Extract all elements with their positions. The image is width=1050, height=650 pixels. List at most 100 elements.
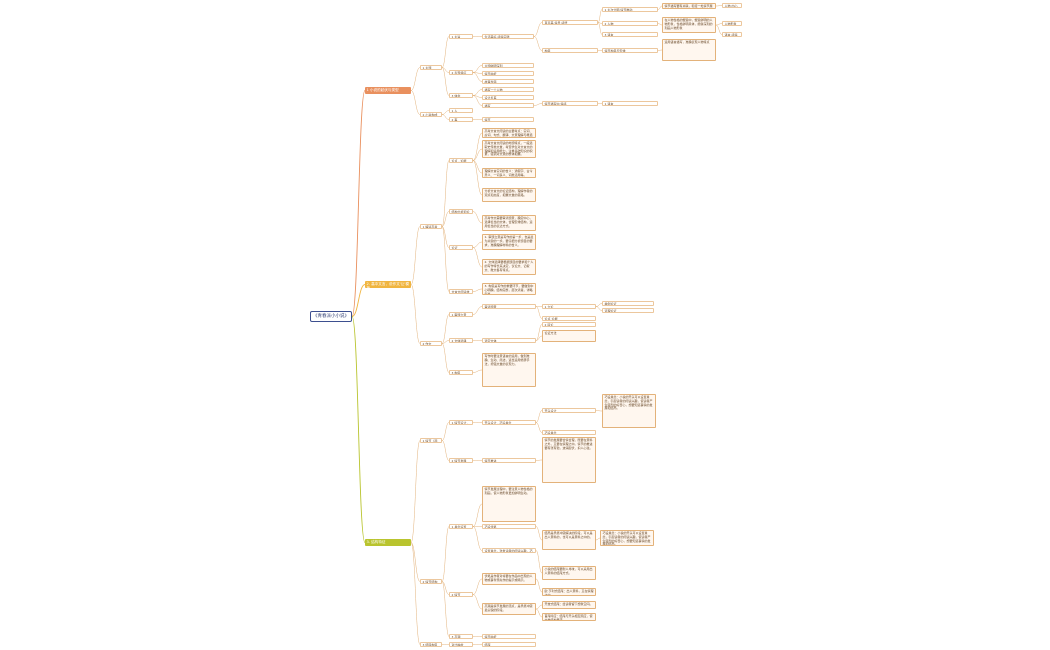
r-lvl3: 3 语言 [602,32,658,37]
r-lvl1: 1 主次分明·情节推动 [602,7,658,12]
b2-t6: 1. 审题立意是写作的第一步，也是最为关键的一步。要仔细分析题目的要求，准确理解… [482,234,536,250]
b2-t2: 高考文言文阅读的命题特点，一般选取史传类文章，考查学生对文言文的理解和运用能力，… [482,140,536,158]
g4: 人物形象 [722,21,742,26]
connector-23 [597,22,603,35]
b3-p8: 欧·亨利式结尾：出人意料，又在情理之中。 [542,588,596,596]
b3-q1: 开头设计 [542,408,596,413]
b3-c22: 2 情节 [449,592,473,597]
connector-16 [441,114,450,120]
connector-36 [441,226,450,248]
connector-34 [441,160,450,227]
connector-32 [410,226,421,285]
connector-21 [597,9,603,23]
connector-79 [535,578,543,593]
r-lvl4: 1 语言 [602,101,658,106]
connector-68 [535,459,543,461]
connector-53 [535,306,543,319]
connector-59 [410,542,421,582]
b3-p10: 首尾呼应：结尾与开头相互照应，使文章结构严谨。 [542,613,596,621]
b2-t9: 写作时要注意语言的运用，做到准确、生动、简洁，适当运用修辞手法，增强文章的表现力… [482,353,536,387]
connector-33 [410,284,421,344]
feat-2: 情节曲折 [482,71,534,76]
b1-features: 2 表现特征 [449,70,473,75]
connector-67 [595,410,603,412]
connector-54 [535,324,543,341]
b3-p7: 小说的结尾要耐人寻味，可以采用出人意料的结尾方式。 [542,566,596,580]
branch-2: 2. 高中文言，说作文'让'模板 [365,281,411,288]
b2-t3: 理解文言实词的含义：通假字、古今异义、一词多义、词类活用等。 [482,168,536,178]
connector-2 [351,316,366,543]
b3-p3: 情节发展过程中，要注意人物性格的刻画，使人物形象更加鲜明生动。 [482,486,536,522]
connector-6 [441,67,450,73]
connector-45 [472,288,483,292]
b3-p1: 巧设悬念：小说的开头可以设置悬念，引起读者的阅读兴趣，使读者产生强烈的好奇心，想… [602,394,656,428]
b2-s1: 1 解读高考题型 [420,224,442,229]
b1-theme-1: 1 主旨 [449,34,473,39]
connector-19 [533,36,543,51]
b3-c21: 1 悬念设置 [449,524,473,529]
connector-38 [472,132,483,161]
b2-s21a: 审清题意 [482,304,536,309]
r-top3: 情节描写中·情感 [542,101,598,106]
connector-29 [715,5,723,7]
connector-65 [535,410,543,423]
b1-event: 2 事 [449,117,473,122]
b3-c11: 1 情节设计 · 开头与结尾 [449,420,473,425]
connector-27 [657,23,663,26]
exp-b: 设计反差 [482,95,534,100]
connector-37 [441,226,450,292]
b3-c11a: 开头设计 · 巧设悬念 [482,420,536,425]
connector-80 [535,604,543,610]
b2-r4: 2 驳论 [542,322,596,327]
connector-31 [715,24,723,35]
g7: 语言·感情 [722,32,742,37]
b3-c2: 2 情节结构 [420,579,442,584]
b3-p5: 高潮是情节发展的顶点，是矛盾冲突最尖锐的阶段。 [482,603,536,615]
connector-82 [595,537,601,541]
connector-49 [472,306,483,315]
connector-51 [472,369,483,373]
b1-event-leaf: 情节 [482,117,534,122]
connector-20 [533,103,543,106]
b2-t7: 2. 文体选择要根据题目的要求和个人的写作特长来决定，议论文、记叙文、散文各有特… [482,259,536,275]
b2-t8: 3. 构思是写作的重要环节，要做到中心明确，结构完整，层次清楚，详略得当。 [482,283,536,295]
b3-c12a: 情节推进 [482,458,536,463]
connector-1 [351,284,366,317]
root-node: 《青春派小小说》 [310,311,352,322]
connector-11 [472,72,483,82]
branch-3: 3. 结构特征 [365,539,411,546]
connector-5 [441,36,450,68]
connector-42 [472,211,483,224]
b2-r5: 举例论证 [602,301,654,306]
connector-76 [472,594,483,610]
b2-r1: 论点·论据 [542,316,596,321]
b2-r3: 1 立论 [542,304,596,309]
b3-p4: 伏笔是作者对将要在作品中出现的人物或事件预先作的提示或暗示。 [482,573,536,585]
b2-s2: 2 作文 [420,341,442,346]
connector-57 [595,306,603,311]
r-lvl2: 2 人物 [602,21,658,26]
connector-71 [441,581,450,637]
b3-c21b: 设置悬念，激发读者的阅读兴趣，巧妙安排情节 [482,548,536,553]
g2: 人物·内心 [722,3,742,8]
b2-s13: 论证 [449,245,473,250]
g3: 在人物性格的塑造中，塑造鲜明的人物形象，性格鲜明具体，能够深刻的刻画人物形象 [662,17,716,33]
r-top4: 情节构思与安排 [602,48,658,53]
connector-69 [441,526,450,582]
b2-s11: 论点 · 论据 [449,158,473,163]
connector-75 [472,578,483,595]
b3-c12: 2 情节发展 [449,458,473,463]
b2-r2: 论证方法 [542,330,596,342]
b3-p6: 结局是矛盾冲突解决的阶段，可以是出人意料的，也可以是意料之中的。 [542,530,596,550]
connector-55 [535,335,543,341]
g1: 情节描写要有关联，衔接一处情节展开情节 [662,3,716,9]
b3-p2: 情节的发展要合情合理，既要在意料之外，又要在情理之中。情节的推进要有张有弛，波澜… [542,437,596,483]
connector-58 [410,440,421,543]
b3-q2: 巧设悬念 [542,430,596,435]
connector-41 [472,160,483,196]
connector-7 [441,67,450,96]
b2-s12: 结构分析和论证 [449,209,473,214]
connector-48 [441,343,450,373]
b2-s21: 1 审题立意 [449,312,473,317]
